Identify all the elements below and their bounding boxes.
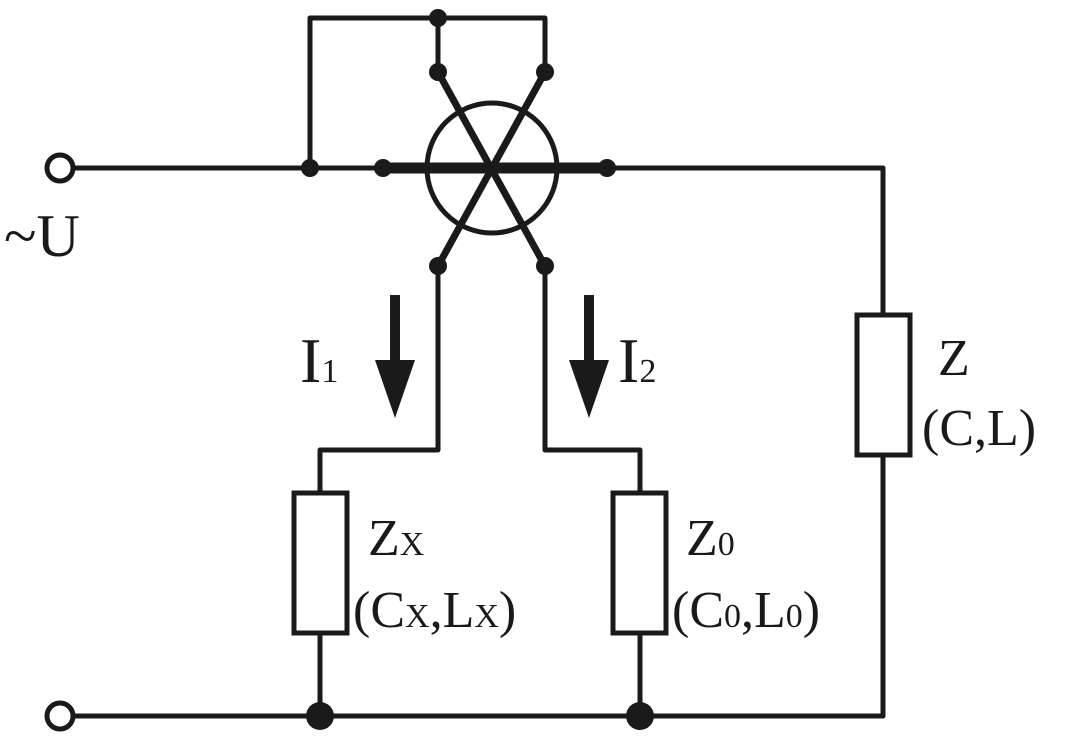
- junction-dot: [626, 702, 654, 730]
- current-2-label: I2: [618, 325, 656, 396]
- right-wire: [604, 165, 886, 318]
- impedance-z-name: Z: [938, 330, 970, 387]
- junction-dot: [429, 257, 447, 275]
- current-arrow-1: [375, 295, 415, 418]
- terminal-top: [44, 152, 76, 184]
- arrow-head: [569, 360, 609, 418]
- junctions: [301, 9, 654, 730]
- junction-dot: [306, 702, 334, 730]
- current-1-label: I1: [300, 325, 338, 396]
- source-voltage-label: ~U: [4, 203, 80, 269]
- junction-dot: [536, 63, 554, 81]
- junction-dot: [598, 159, 616, 177]
- impedance-z0-name: Z0: [686, 510, 735, 567]
- switch-bypass-loop: [307, 15, 548, 171]
- impedance-zx-name: ZX: [368, 510, 424, 567]
- impedance-z-box: [854, 312, 913, 458]
- wires: [72, 15, 886, 719]
- changeover-switch: [377, 68, 613, 270]
- branch-1-wire: [317, 263, 441, 496]
- impedance-z-detail: (C,L): [922, 400, 1036, 457]
- junction-dot: [429, 9, 447, 27]
- junction-dot: [429, 63, 447, 81]
- arrow-head: [375, 360, 415, 418]
- branch-2-wire: [542, 263, 643, 496]
- impedance-z0-detail: (C0,L0): [672, 582, 820, 639]
- current-arrow-2: [569, 295, 609, 418]
- impedance-zx-detail: (CX,LX): [353, 582, 516, 639]
- junction-dot: [301, 159, 319, 177]
- junction-dot: [536, 257, 554, 275]
- arrow-shaft: [584, 295, 594, 365]
- impedance-z0-box: [610, 490, 669, 636]
- impedance-zx-box: [291, 490, 350, 636]
- junction-dot: [374, 159, 392, 177]
- arrow-shaft: [390, 295, 400, 365]
- switch-blade-2: [434, 68, 549, 270]
- terminal-bottom: [44, 700, 76, 732]
